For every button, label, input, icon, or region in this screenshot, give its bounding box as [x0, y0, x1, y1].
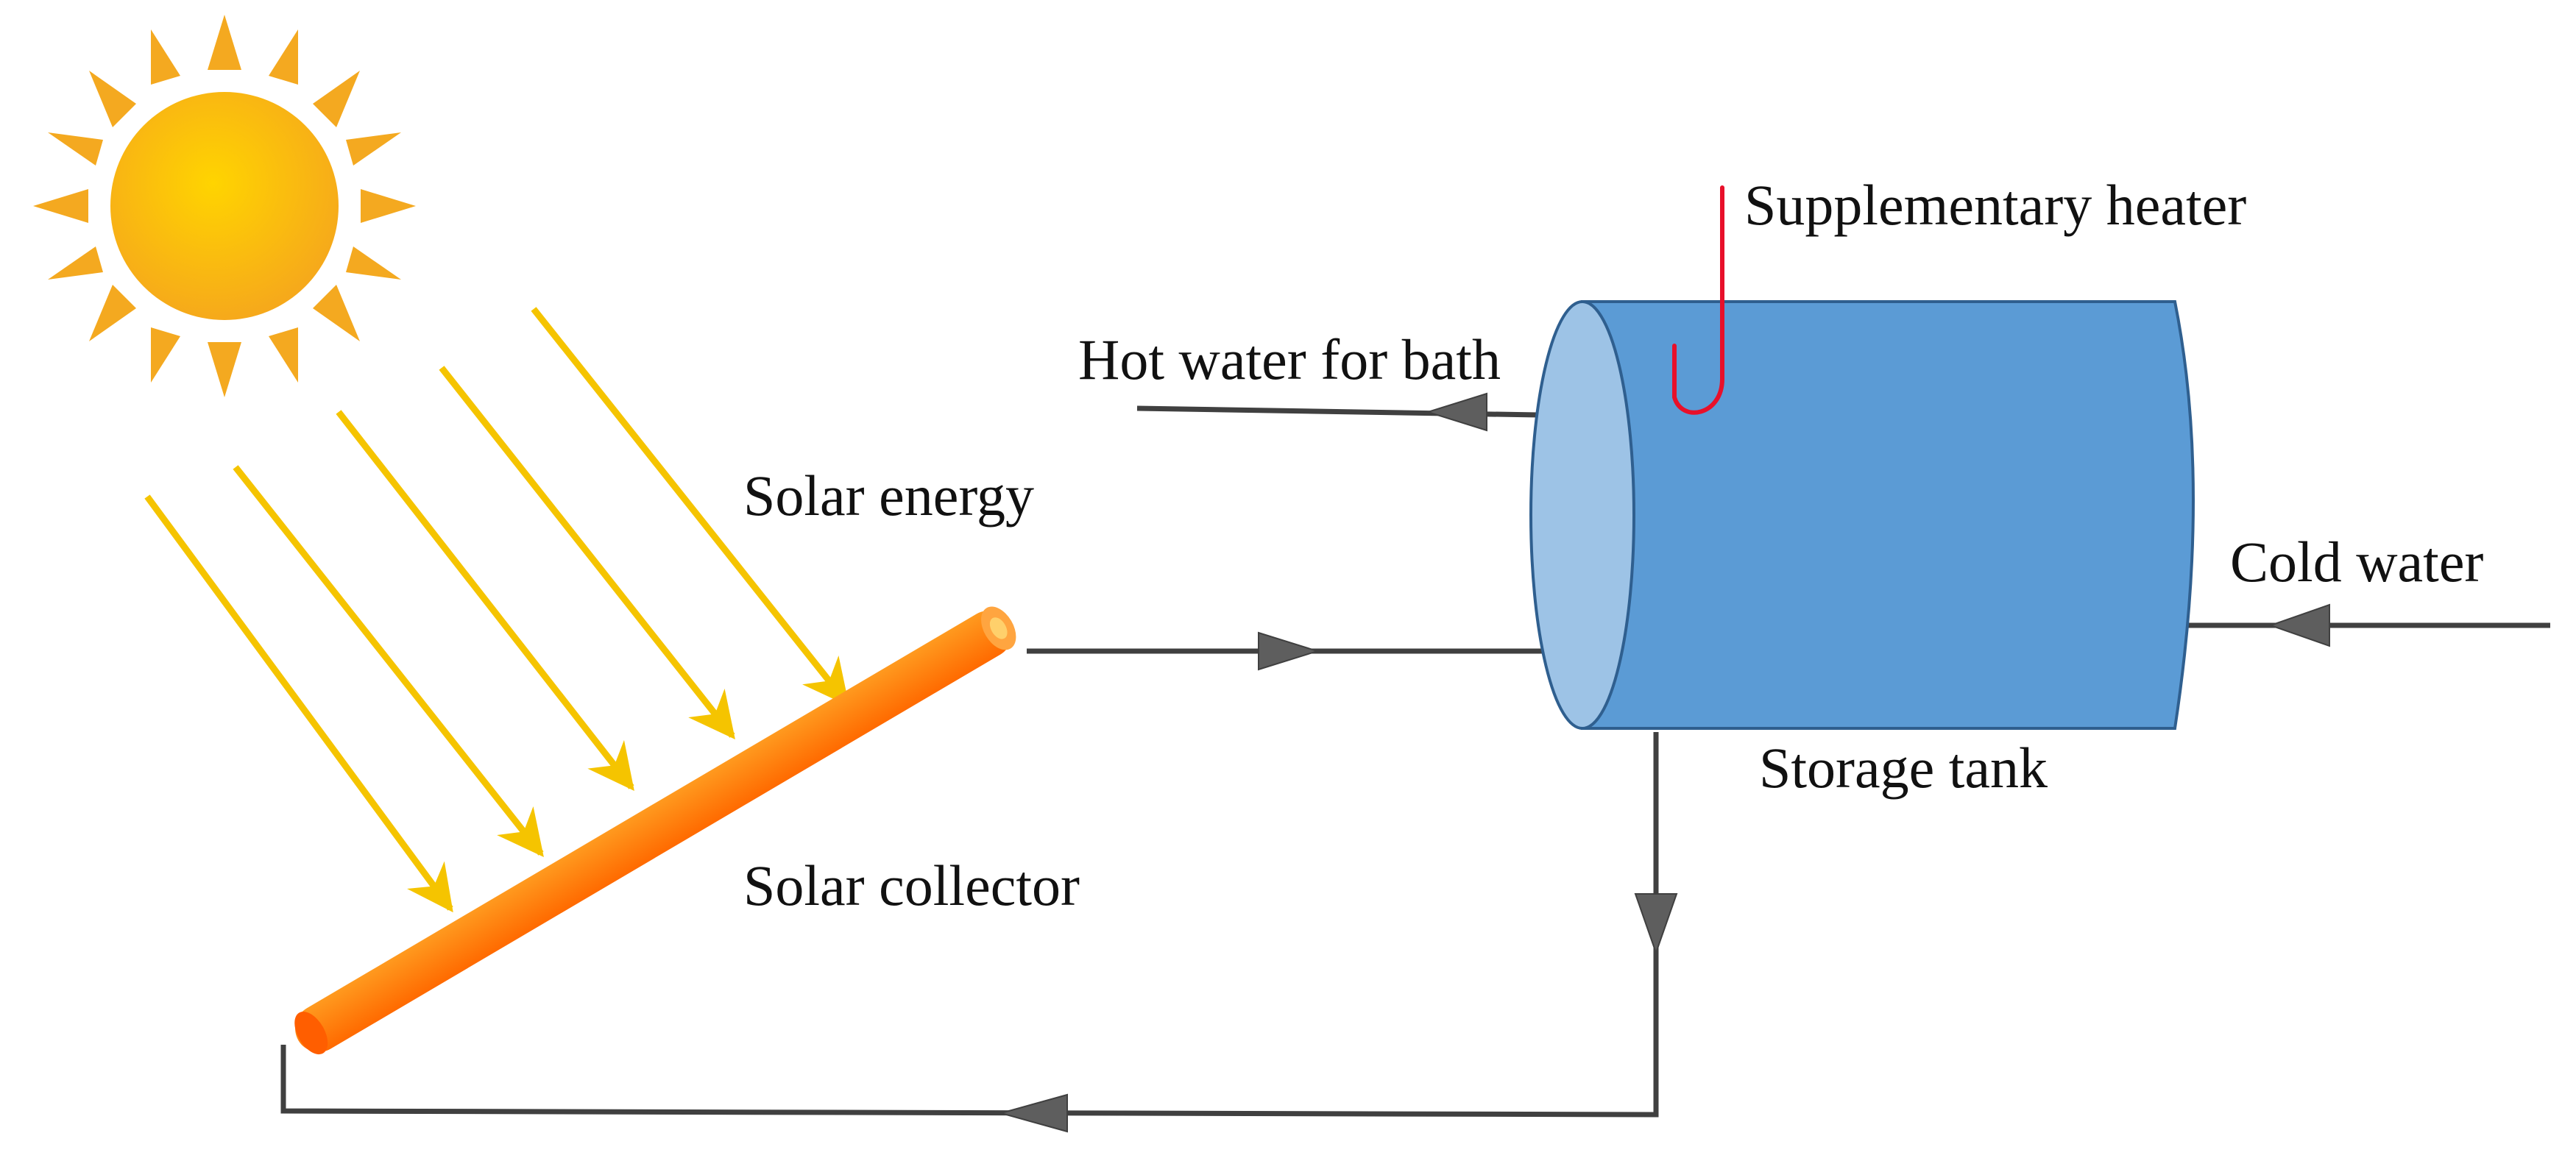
solar-ray [144, 494, 453, 913]
pipe-network [280, 405, 2550, 1118]
storage-tank [1529, 300, 2195, 730]
sun-icon [33, 15, 416, 397]
flow-arrow-left [998, 1093, 1068, 1133]
label-storage-tank: Storage tank [1759, 736, 2048, 800]
label-supplementary-heater: Supplementary heater [1744, 173, 2246, 237]
flow-arrow-left [2268, 603, 2330, 647]
solar-collector [294, 606, 1016, 1055]
solar-ray [336, 410, 634, 791]
solar-rays [144, 307, 849, 913]
flow-arrow-down [1634, 893, 1678, 956]
flow-arrow-left [1425, 392, 1487, 432]
solar-ray [531, 307, 849, 706]
solar-ray [439, 366, 735, 739]
label-solar-collector: Solar collector [743, 853, 1080, 917]
supplementary-heater [1672, 185, 1724, 415]
label-hot-water: Hot water for bath [1078, 327, 1501, 391]
solar-ray [233, 465, 544, 857]
flow-arrow-right [1258, 631, 1320, 671]
hot-water-pipe [1136, 405, 1583, 419]
label-cold-water: Cold water [2230, 530, 2483, 594]
label-solar-energy: Solar energy [743, 464, 1034, 528]
